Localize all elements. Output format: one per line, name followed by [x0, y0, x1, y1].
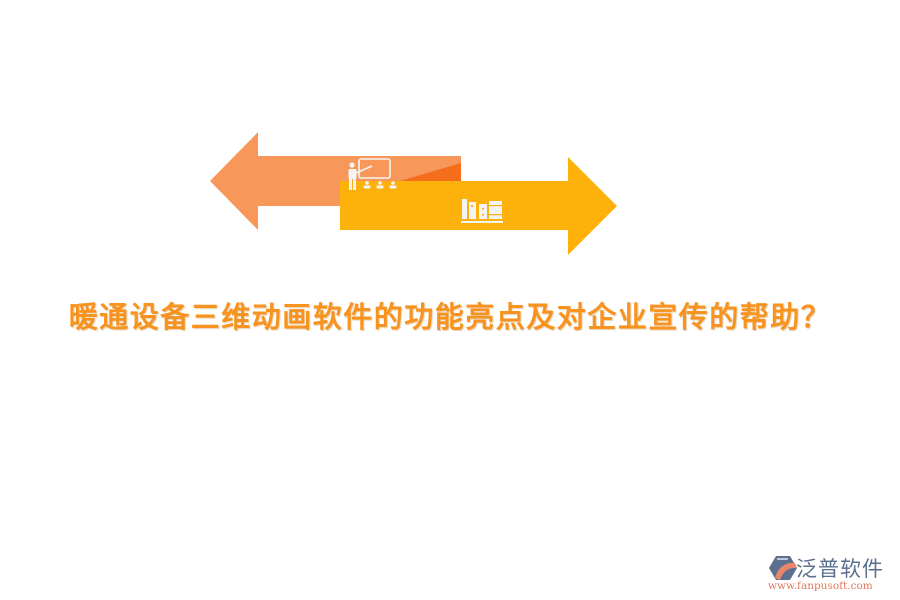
logo-url[interactable]: www.fanpusoft.com: [768, 580, 873, 592]
teacher-presentation-icon: [348, 158, 397, 190]
bidirectional-arrow-graphic: [0, 0, 900, 280]
logo-name: 泛普软件: [796, 557, 884, 581]
bookshelf-icon: [461, 199, 503, 223]
fanpusoft-logo[interactable]: 泛普软件 www.fanpusoft.com: [768, 553, 893, 593]
logo-mark-icon: [769, 556, 797, 580]
page-title: 暖通设备三维动画软件的功能亮点及对企业宣传的帮助？: [68, 300, 832, 334]
right-arrow: [340, 157, 617, 255]
